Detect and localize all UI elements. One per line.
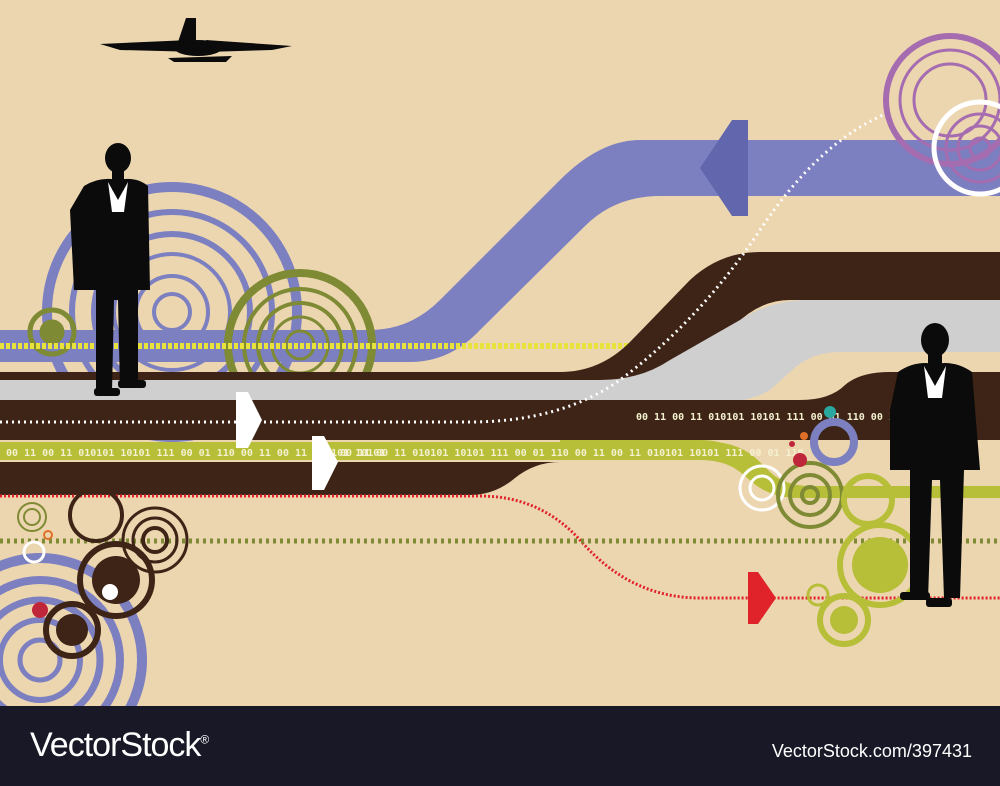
white-arrow-icon	[236, 392, 262, 448]
binary-strip-left: 00 11 00 11 010101 10101 111 00 01 110 0…	[6, 448, 385, 459]
red-dot-3	[789, 441, 795, 447]
red-dot-2	[793, 453, 807, 467]
teal-dot	[824, 406, 836, 418]
red-arrow-icon	[748, 572, 776, 624]
footer-bar	[0, 706, 1000, 786]
bottom-left-rings	[0, 487, 189, 706]
orange-dot-2	[800, 432, 808, 440]
red-dot	[32, 602, 48, 618]
trademark-symbol: ®	[200, 732, 210, 747]
artwork-canvas: 00 11 00 11 010101 10101 111 00 01 110 0…	[0, 18, 1000, 706]
binary-strip-top: 00 11 00 11 010101 10101 111 00 01 110 0…	[636, 412, 937, 423]
red-dotted-path	[0, 494, 1000, 600]
lime-dot-2	[830, 606, 858, 634]
orange-dot	[43, 530, 53, 540]
binary-strip-mid: 00 11 00 11 010101 10101 111 00 01 110 0…	[340, 448, 804, 459]
businessman-silhouette-right	[890, 323, 980, 607]
gray-ribbon	[0, 300, 1000, 402]
businessman-silhouette-left	[70, 143, 150, 396]
brand-logo: VectorStock®	[30, 726, 209, 765]
brown-dot-2	[56, 614, 88, 646]
white-arrow-icon-2	[312, 436, 338, 490]
lime-band	[0, 440, 1000, 498]
white-dot	[102, 584, 118, 600]
top-right-rings	[883, 33, 1000, 197]
brand-name: VectorStock	[30, 726, 201, 764]
airplane-silhouette	[100, 18, 292, 62]
image-id: VectorStock.com/397431	[771, 741, 972, 761]
lime-dot	[852, 537, 908, 593]
brown-ribbon	[0, 252, 1000, 400]
purple-ribbon	[0, 120, 1000, 362]
left-arrow-icon	[700, 120, 748, 216]
brown-lower-band	[0, 462, 560, 495]
